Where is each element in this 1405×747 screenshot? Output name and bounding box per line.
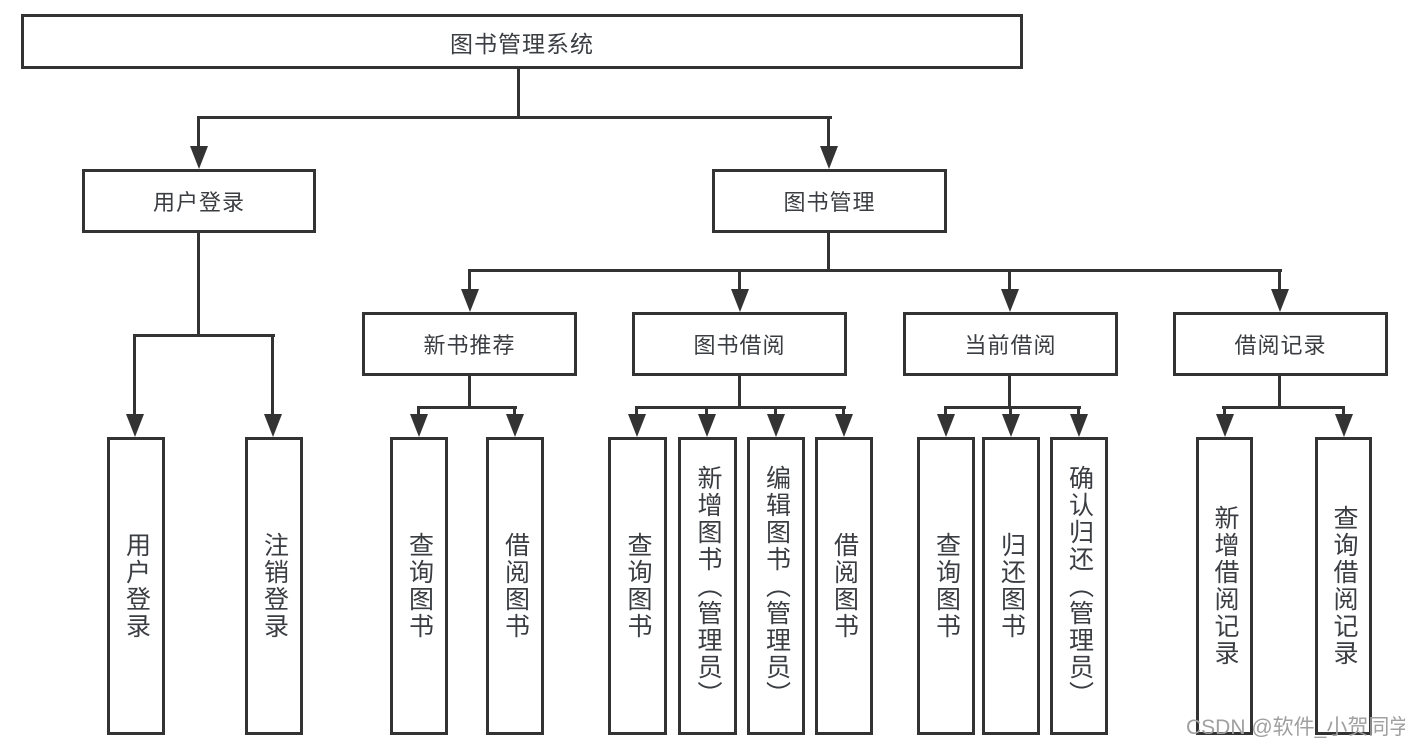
node-label: 用户登录 [152, 190, 245, 215]
leaf-return-book: 归还图书 [982, 437, 1040, 735]
node-new-book-recommend: 新书推荐 [362, 312, 577, 376]
leaf-query-books-recommend: 查询图书 [390, 437, 448, 735]
connector-line [944, 406, 1081, 409]
arrow-down-icon [1070, 407, 1088, 437]
connector-line [738, 376, 741, 409]
leaf-confirm-return-admin: 确认归还（管理员） [1050, 437, 1108, 735]
node-label: 查询图书 [932, 532, 961, 640]
arrow-down-icon [698, 407, 716, 437]
node-borrow-records: 借阅记录 [1173, 312, 1388, 376]
arrow-down-icon [1271, 269, 1289, 312]
connector-line [517, 69, 520, 119]
arrow-down-icon [731, 269, 749, 312]
connector-line [1222, 406, 1345, 409]
node-label: 归还图书 [997, 532, 1026, 640]
connector-line [197, 116, 832, 119]
connector-line [133, 334, 275, 337]
arrow-down-icon [1335, 407, 1353, 437]
node-label: 当前借阅 [964, 333, 1057, 358]
connector-line [1008, 376, 1011, 409]
node-label: 注销登录 [260, 532, 289, 640]
node-library-management-system: 图书管理系统 [21, 14, 1023, 69]
leaf-add-book-admin: 新增图书（管理员） [678, 437, 737, 735]
connector-line [1278, 376, 1281, 409]
leaf-borrow-books-recommend: 借阅图书 [486, 437, 544, 735]
arrow-down-icon [1216, 407, 1234, 437]
arrow-down-icon [628, 407, 646, 437]
leaf-query-borrow-record: 查询借阅记录 [1315, 437, 1372, 735]
node-label: 查询图书 [405, 532, 434, 640]
connector-line [468, 269, 1282, 272]
leaf-query-books-borrow: 查询图书 [608, 437, 667, 735]
node-label: 图书管理系统 [450, 30, 594, 57]
connector-line [417, 406, 517, 409]
arrow-down-icon [767, 407, 785, 437]
leaf-edit-book-admin: 编辑图书（管理员） [747, 437, 805, 735]
node-label: 用户登录 [122, 532, 151, 640]
node-label: 借阅记录 [1234, 333, 1327, 358]
node-label: 查询借阅记录 [1330, 505, 1358, 667]
leaf-query-books-current: 查询图书 [917, 437, 975, 735]
node-book-borrow: 图书借阅 [632, 312, 847, 376]
arrow-down-icon [1002, 407, 1020, 437]
leaf-user-login: 用户登录 [107, 437, 165, 735]
connector-line [827, 233, 830, 272]
node-label: 图书借阅 [693, 333, 786, 358]
arrow-down-icon [410, 407, 428, 437]
csdn-watermark: CSDN @软件_小贺同学 [1186, 716, 1405, 739]
arrow-down-icon [1001, 269, 1019, 312]
arrow-down-icon [835, 407, 853, 437]
arrow-down-icon [264, 335, 282, 437]
node-label: 新增图书（管理员） [694, 464, 722, 708]
node-label: 查询图书 [624, 532, 652, 640]
connector-line [635, 406, 846, 409]
arrow-down-icon [461, 269, 479, 312]
leaf-add-borrow-record: 新增借阅记录 [1196, 437, 1253, 735]
node-label: 编辑图书（管理员） [762, 464, 791, 708]
node-book-management: 图书管理 [712, 169, 947, 233]
node-label: 借阅图书 [830, 532, 859, 640]
node-user-login: 用户登录 [82, 169, 316, 233]
node-label: 确认归还（管理员） [1065, 464, 1094, 708]
node-label: 借阅图书 [501, 532, 530, 640]
arrow-down-icon [506, 407, 524, 437]
arrow-down-icon [190, 116, 208, 169]
leaf-borrow-books: 借阅图书 [815, 437, 873, 735]
arrow-down-icon [126, 335, 144, 437]
node-label: 图书管理 [783, 190, 876, 215]
node-current-borrow: 当前借阅 [903, 312, 1118, 376]
node-label: 新增借阅记录 [1211, 505, 1239, 667]
arrow-down-icon [820, 116, 838, 169]
connector-line [197, 233, 200, 337]
connector-line [468, 376, 471, 409]
leaf-logout: 注销登录 [245, 437, 303, 735]
arrow-down-icon [937, 407, 955, 437]
node-label: 新书推荐 [423, 333, 516, 358]
